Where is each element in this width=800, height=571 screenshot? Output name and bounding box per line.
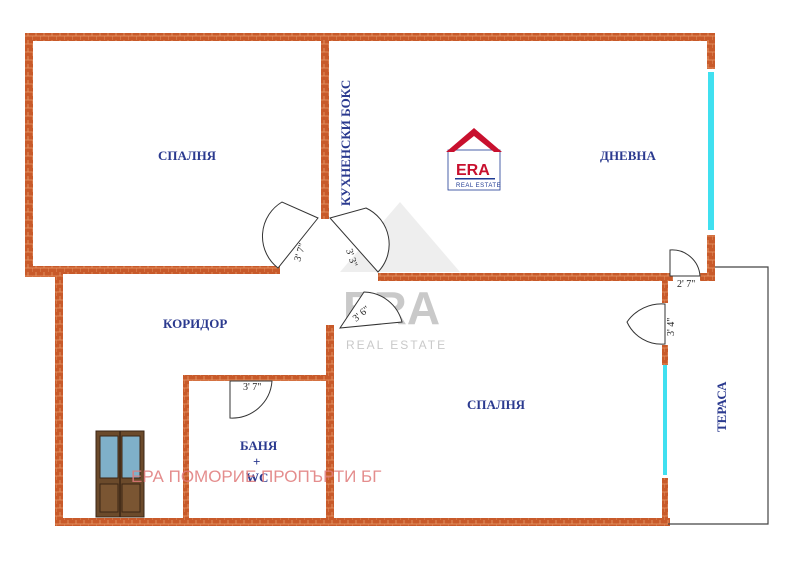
label-bathroom-wc: WC <box>246 470 268 485</box>
label-terrace: ТЕРАСА <box>714 381 729 432</box>
door-dimensions: 3' 7" 3' 3" 3' 6" 3' 7" 2' 7" 3' 4" <box>243 242 695 393</box>
window-living <box>708 72 714 230</box>
label-bedroom-1: СПАЛНЯ <box>158 148 217 163</box>
dim-door-bedroom-1: 3' 7" <box>292 242 308 263</box>
door-corridor <box>338 291 403 329</box>
dim-door-bathroom: 3' 7" <box>243 382 261 393</box>
dim-door-kitchen: 3' 3" <box>343 248 359 269</box>
dim-door-living-terrace: 2' 7" <box>677 279 695 290</box>
door-bedroom-1 <box>261 201 319 269</box>
door-bathroom <box>229 380 273 419</box>
label-bathroom-plus: + <box>253 454 260 469</box>
logo-brand: ERA <box>456 162 490 179</box>
label-kitchen-box: КУХНЕНСКИ БОКС <box>338 80 353 206</box>
label-bathroom: БАНЯ <box>240 438 278 453</box>
window-bedroom <box>663 365 667 475</box>
windows <box>662 69 715 478</box>
entrance-door-icon <box>95 430 145 518</box>
label-living-room: ДНЕВНА <box>600 148 657 163</box>
agency-watermark: ЕРА ПОМОРИЕ ПРОПЪРТИ БГ <box>131 467 381 486</box>
door-living-terrace <box>669 249 701 277</box>
door-bedroom-2 <box>626 303 666 345</box>
label-bedroom-2: СПАЛНЯ <box>467 397 526 412</box>
dim-door-bedroom-2: 3' 4" <box>666 318 677 336</box>
room-labels: СПАЛНЯ КУХНЕНСКИ БОКС ДНЕВНА КОРИДОР БАН… <box>158 80 729 485</box>
label-corridor: КОРИДОР <box>163 316 227 331</box>
door-kitchen <box>329 207 390 273</box>
logo-tagline: REAL ESTATE <box>456 183 501 189</box>
walls <box>25 33 715 526</box>
terrace-outline <box>668 266 769 525</box>
watermark-tagline: REAL ESTATE <box>346 338 447 352</box>
era-logo: ERA REAL ESTATE <box>446 128 502 191</box>
doors <box>229 201 701 419</box>
